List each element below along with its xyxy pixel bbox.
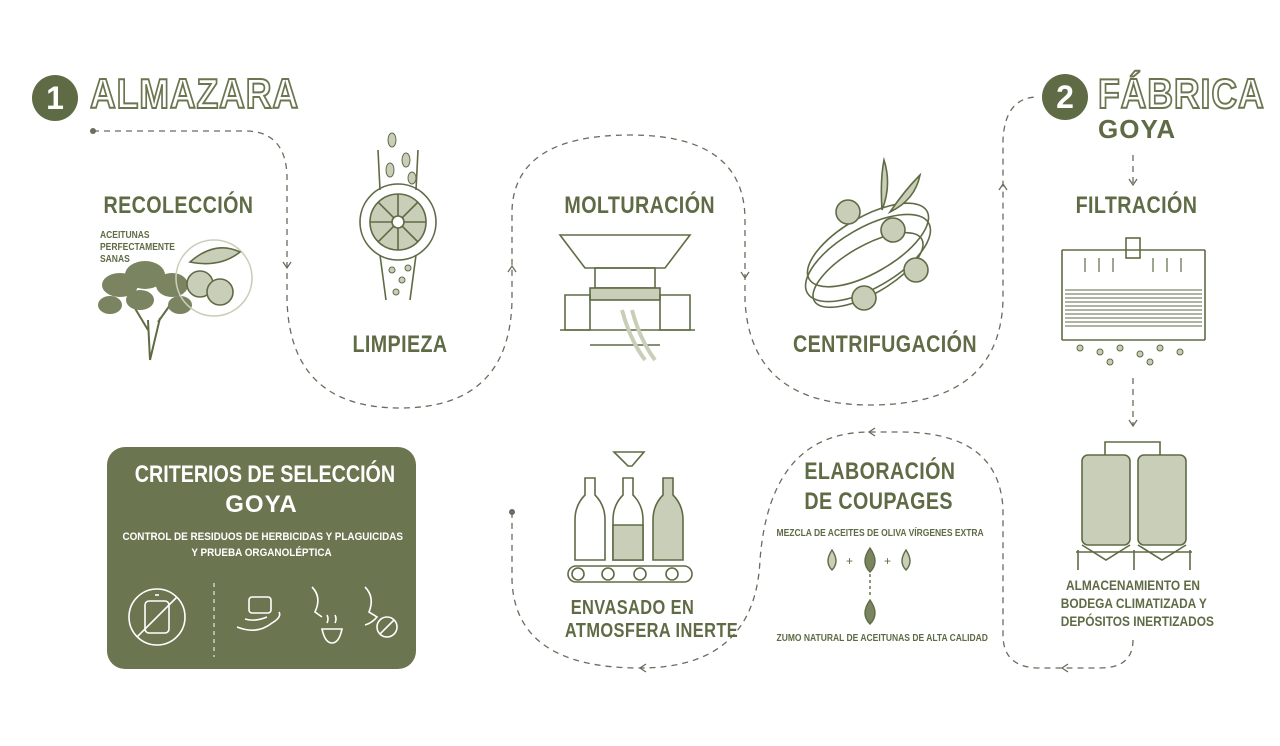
criterios-title: CRITERIOS DE SELECCIÓN xyxy=(134,461,396,488)
coupages-result: ZUMO NATURAL DE ACEITUNAS DE ALTA CALIDA… xyxy=(776,633,988,644)
step-title-molturacion: MOLTURACIÓN xyxy=(564,192,716,219)
filter-icon xyxy=(1061,237,1206,366)
criterios-line-2: Y PRUEBA ORGANOLÉPTICA xyxy=(191,547,332,559)
tanks-icon xyxy=(1076,441,1192,570)
no-pesticide-icon xyxy=(128,588,186,646)
envasado-line-1: ENVASADO EN xyxy=(570,597,695,619)
almacenamiento-line-3: DEPÓSITOS INERTIZADOS xyxy=(1060,613,1214,629)
coupages-note: MEZCLA DE ACEITES DE OLIVA VÍRGENES EXTR… xyxy=(776,528,984,539)
coupages-title-2: DE COUPAGES xyxy=(804,488,953,515)
recoleccion-note-1: ACEITUNAS xyxy=(100,230,150,241)
stage1-number: 1 xyxy=(32,75,78,121)
cleaning-drum-icon xyxy=(359,132,437,301)
criterios-card: CRITERIOS DE SELECCIÓN GOYA CONTROL DE R… xyxy=(107,447,416,669)
criterios-line-1: CONTROL DE RESIDUOS DE HERBICIDAS Y PLAG… xyxy=(122,531,403,543)
step-title-limpieza: LIMPIEZA xyxy=(352,331,448,358)
olive-tree-icon xyxy=(98,261,192,361)
envasado-line-2: ATMOSFERA INERTE xyxy=(564,620,739,642)
taste-icon xyxy=(364,586,398,638)
criterios-icons xyxy=(128,583,398,657)
recoleccion-note-2: PERFECTAMENTE xyxy=(100,242,175,253)
coupages-title-1: ELABORACIÓN xyxy=(804,458,956,485)
hand-icon xyxy=(236,596,281,631)
svg-text:+: + xyxy=(846,554,853,568)
centrifuge-icon xyxy=(804,156,932,311)
criterios-brand: GOYA xyxy=(225,491,298,518)
step-title-centrifugacion: CENTRIFUGACIÓN xyxy=(793,331,977,358)
stage1-title: ALMAZARA xyxy=(89,69,300,118)
smell-icon xyxy=(311,586,343,644)
stage2-number: 2 xyxy=(1042,74,1088,120)
almacenamiento-line-2: BODEGA CLIMATIZADA Y xyxy=(1060,595,1207,611)
stage2-title: FÁBRICA xyxy=(1097,69,1265,118)
svg-text:+: + xyxy=(884,554,891,568)
mill-icon xyxy=(558,234,695,362)
bottles-icon xyxy=(567,451,693,583)
olives-icon xyxy=(175,239,253,317)
oil-drops-icon: + + xyxy=(827,546,911,625)
step-title-filtracion: FILTRACIÓN xyxy=(1075,192,1198,219)
recoleccion-note-3: SANAS xyxy=(100,254,130,265)
almacenamiento-line-1: ALMACENAMIENTO EN xyxy=(1065,577,1200,593)
brand-logo: GOYA xyxy=(1098,114,1177,144)
